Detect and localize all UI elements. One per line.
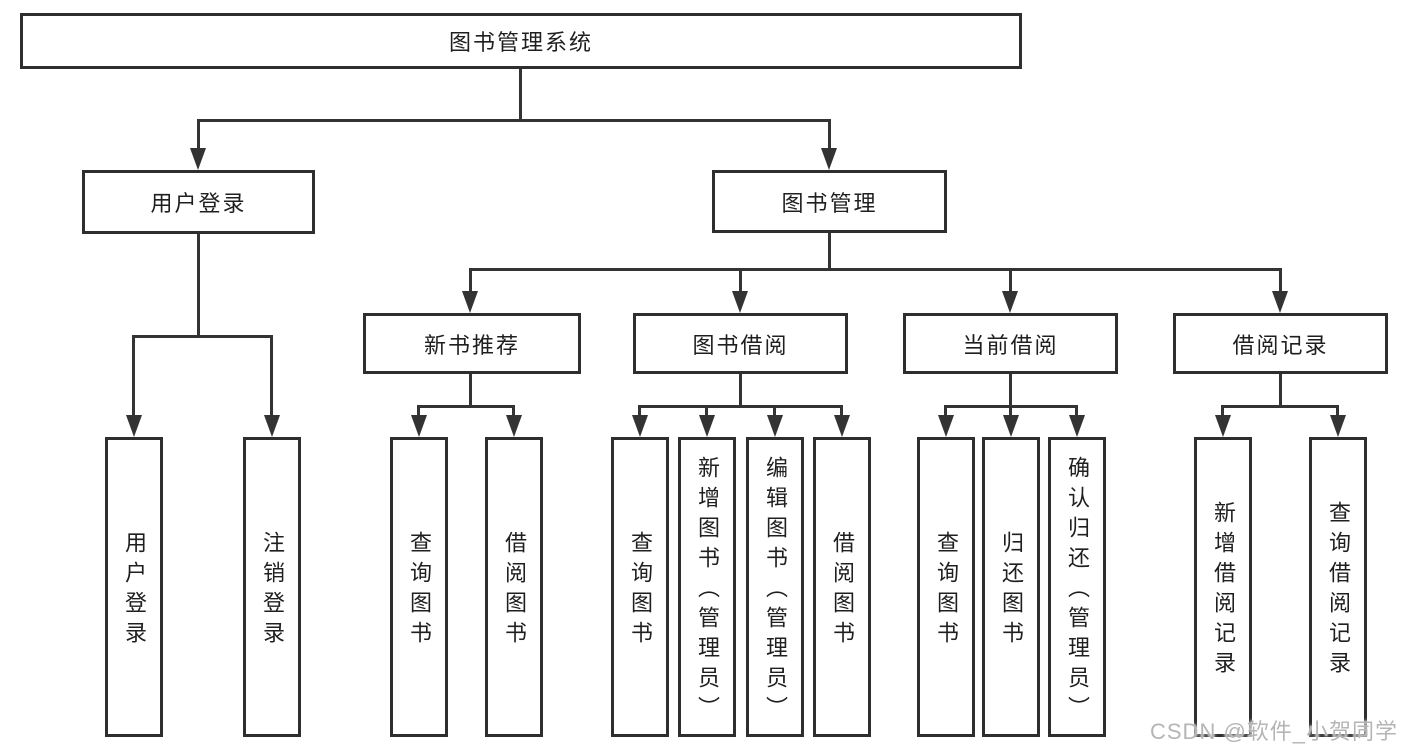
connector-stem	[739, 374, 742, 407]
leaf-add-book-admin: 新增图书（管理员）	[678, 437, 736, 737]
connector-drop	[512, 405, 515, 417]
connector-drop	[638, 405, 641, 417]
connector-drop	[1279, 268, 1282, 293]
arrowhead	[1330, 415, 1346, 437]
node-book-management: 图书管理	[712, 170, 947, 233]
node-borrow-records: 借阅记录	[1173, 313, 1388, 374]
connector-bar	[417, 405, 515, 408]
arrowhead	[732, 291, 748, 313]
arrowhead	[1272, 291, 1288, 313]
node-new-book-recommend: 新书推荐	[363, 313, 581, 374]
leaf-edit-book-admin: 编辑图书（管理员）	[746, 437, 804, 737]
connector-drop	[417, 405, 420, 417]
leaf-query-books-1: 查询图书	[390, 437, 448, 737]
connector-drop	[739, 268, 742, 293]
connector-drop	[1009, 405, 1012, 417]
node-user-login: 用户登录	[82, 170, 315, 234]
connector-drop	[469, 268, 472, 293]
connector-drop	[840, 405, 843, 417]
arrowhead	[506, 415, 522, 437]
arrowhead	[834, 415, 850, 437]
connector-stem	[1009, 374, 1012, 407]
arrowhead	[938, 415, 954, 437]
connector-bar	[469, 268, 1282, 271]
leaf-query-books-2: 查询图书	[611, 437, 669, 737]
arrowhead	[462, 291, 478, 313]
connector-drop	[1075, 405, 1078, 417]
connector-root-bar	[197, 119, 831, 122]
leaf-confirm-return-admin: 确认归还（管理员）	[1048, 437, 1106, 737]
leaf-query-books-3: 查询图书	[917, 437, 975, 737]
csdn-watermark: CSDN @软件_小贺同学	[1150, 719, 1399, 744]
connector-stem	[828, 233, 831, 270]
connector-drop	[197, 119, 200, 150]
connector-drop	[1009, 268, 1012, 293]
arrowhead	[264, 415, 280, 437]
leaf-return-book: 归还图书	[982, 437, 1040, 737]
leaf-query-borrow-record: 查询借阅记录	[1309, 437, 1367, 737]
arrowhead	[632, 415, 648, 437]
arrowhead	[126, 415, 142, 437]
arrowhead	[411, 415, 427, 437]
arrowhead	[1069, 415, 1085, 437]
connector-root-stem	[519, 69, 522, 121]
leaf-borrow-books-1: 借阅图书	[485, 437, 543, 737]
connector-stem	[1279, 374, 1282, 407]
arrowhead	[1215, 415, 1231, 437]
node-current-borrow: 当前借阅	[903, 313, 1118, 374]
leaf-add-borrow-record: 新增借阅记录	[1194, 437, 1252, 737]
node-book-borrow: 图书借阅	[633, 313, 848, 374]
arrowhead	[1003, 415, 1019, 437]
arrowhead	[1002, 291, 1018, 313]
connector-drop	[1336, 405, 1339, 417]
connector-stem	[197, 234, 200, 335]
connector-drop	[828, 119, 831, 150]
arrowhead	[699, 415, 715, 437]
connector-drop	[705, 405, 708, 417]
connector-drop	[1221, 405, 1224, 417]
connector-drop	[132, 335, 135, 417]
leaf-user-login: 用户登录	[105, 437, 163, 737]
arrowhead	[190, 148, 206, 170]
connector-bar	[638, 405, 843, 408]
connector-drop	[773, 405, 776, 417]
connector-drop	[944, 405, 947, 417]
connector-stem	[469, 374, 472, 407]
node-root: 图书管理系统	[20, 13, 1022, 69]
connector-bar	[132, 335, 273, 338]
arrowhead	[767, 415, 783, 437]
connector-drop	[270, 335, 273, 417]
leaf-logout: 注销登录	[243, 437, 301, 737]
arrowhead	[821, 148, 837, 170]
leaf-borrow-books-2: 借阅图书	[813, 437, 871, 737]
connector-bar	[1221, 405, 1339, 408]
